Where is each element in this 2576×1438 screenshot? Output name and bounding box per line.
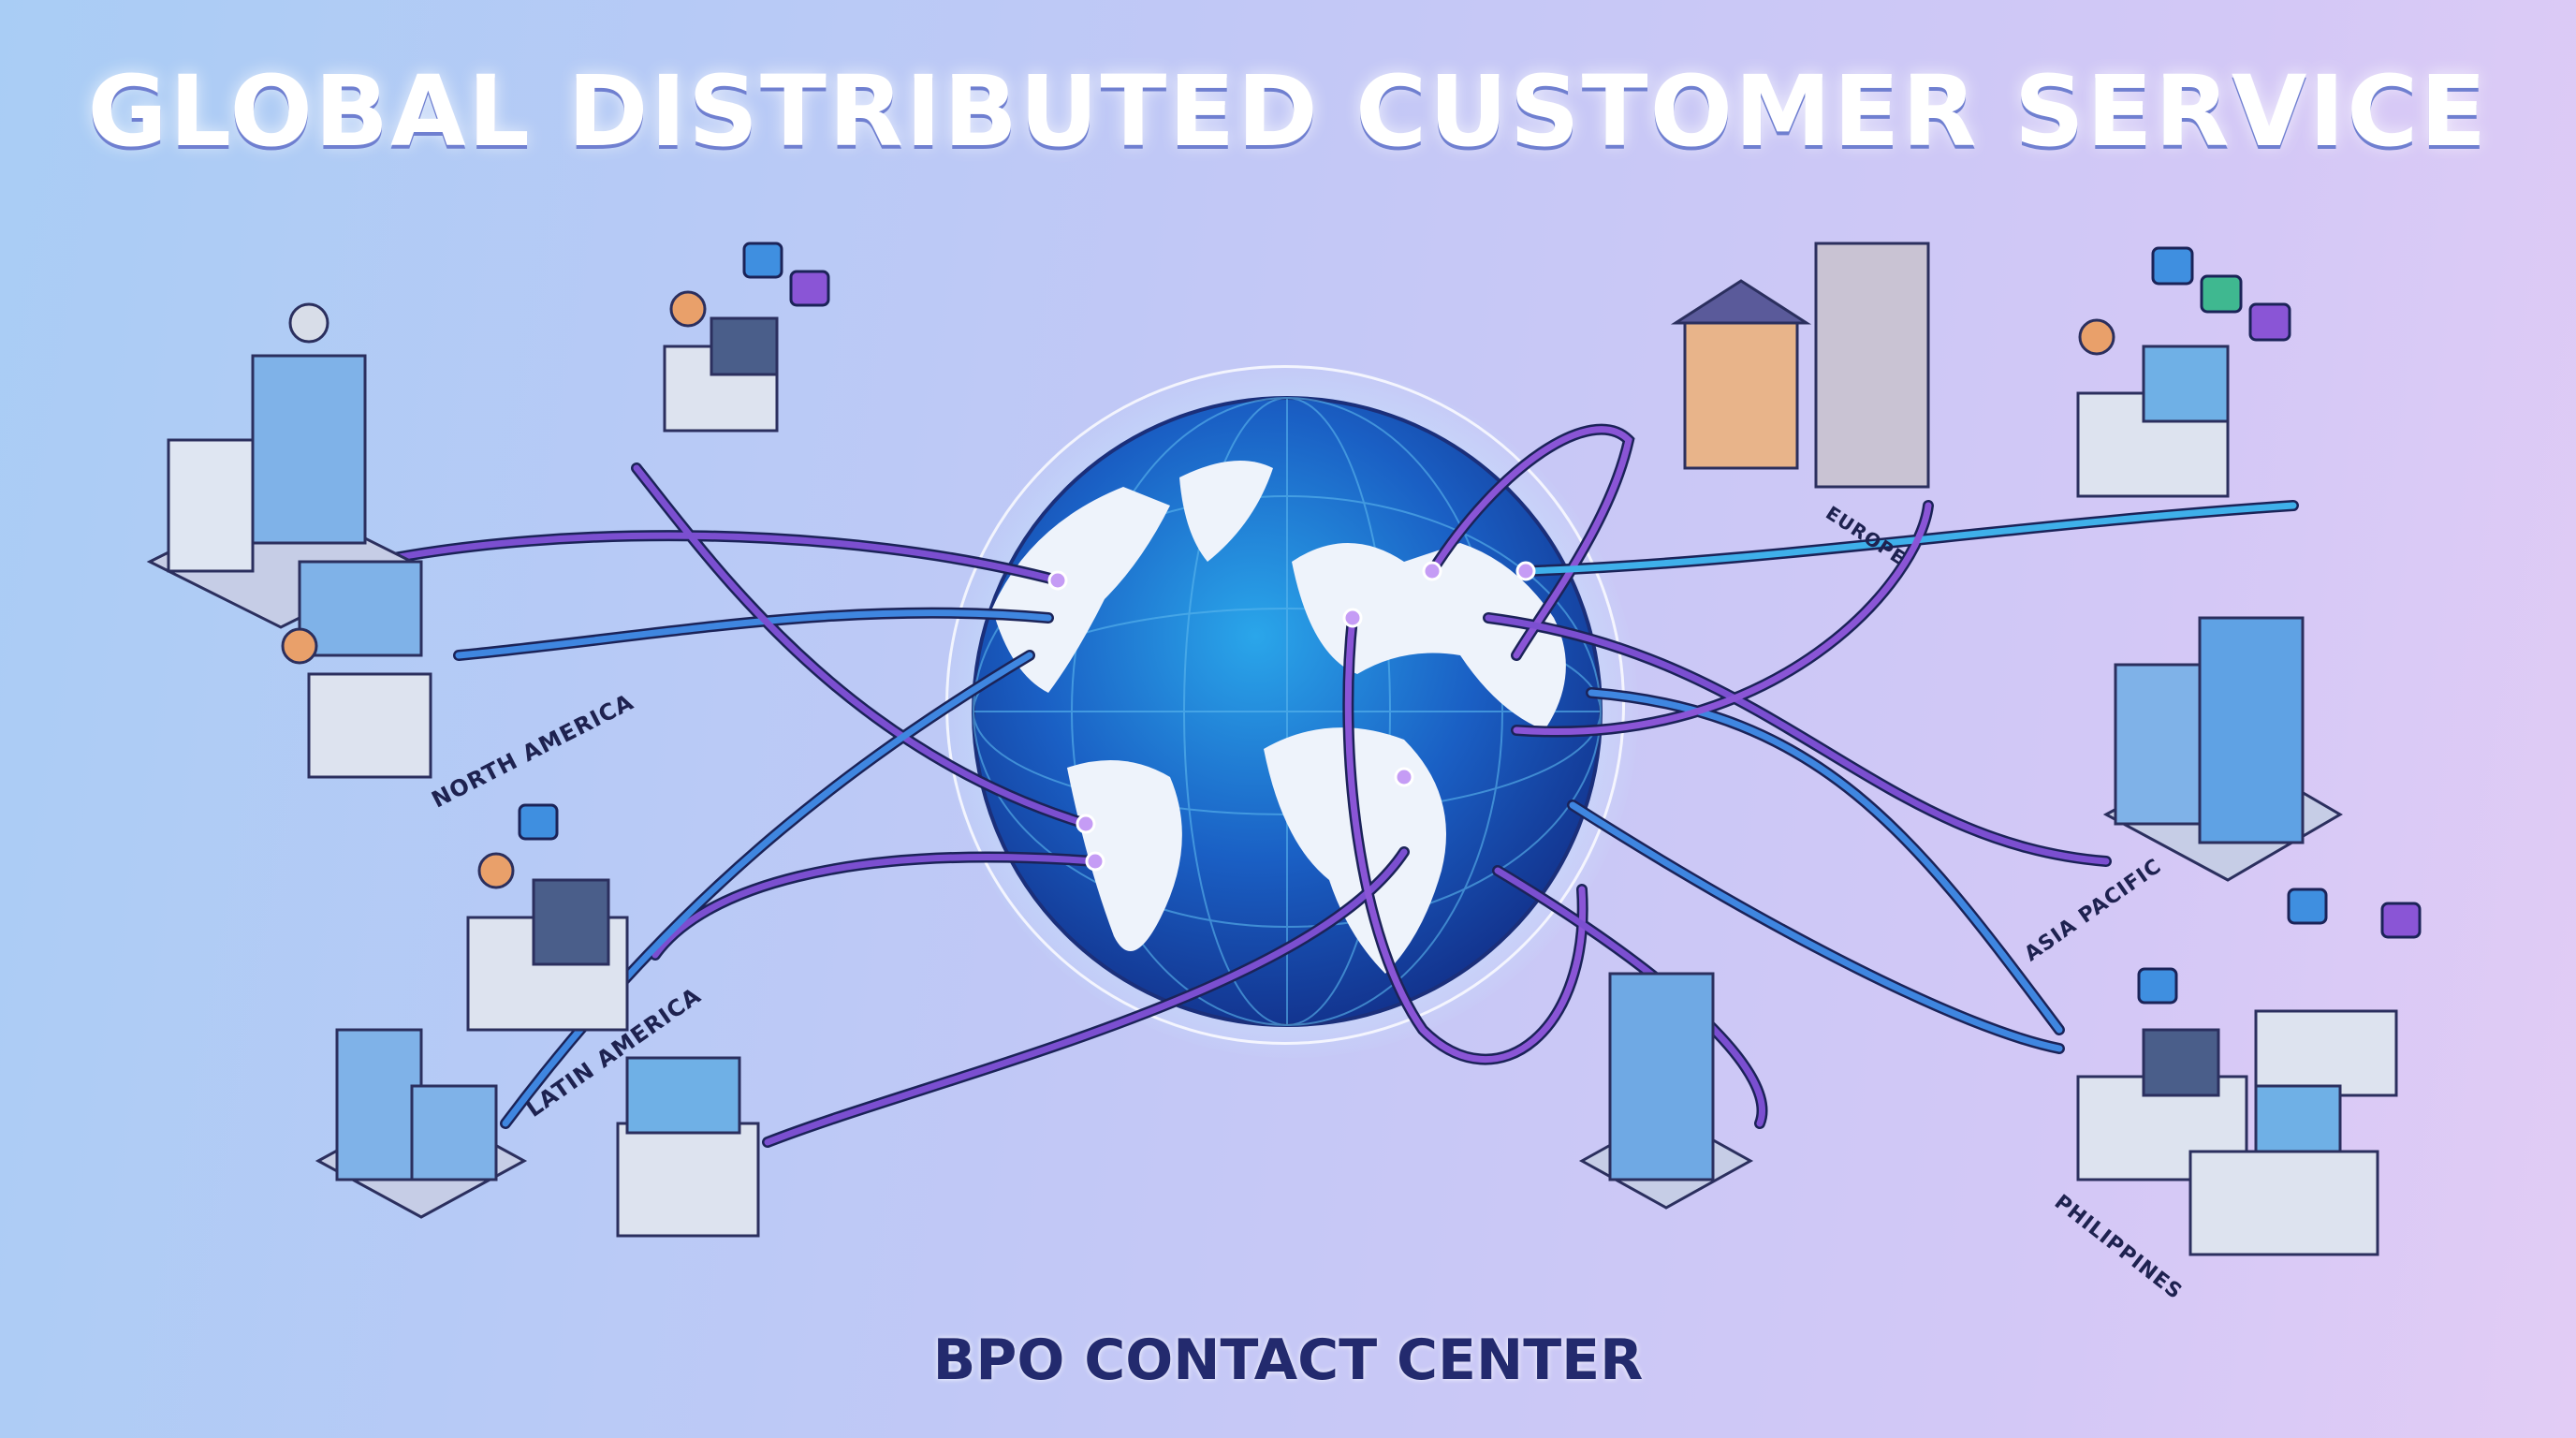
- latin-america-office-building: [315, 1028, 528, 1219]
- page-subtitle: BPO CONTACT CENTER: [932, 1328, 1644, 1393]
- philippines-contact-center: [2076, 1009, 2398, 1256]
- asia-pacific-office-building: [2102, 616, 2343, 882]
- page-title: GLOBAL DISTRIBUTED CUSTOMER SERVICE: [87, 54, 2489, 169]
- europe-agent-desk: [2076, 318, 2230, 498]
- europe-buildings: [1670, 242, 1930, 489]
- latin-america-agent-desk-bottom: [616, 1056, 760, 1238]
- connection-arcs: [369, 423, 2299, 1148]
- north-america-agent-desk-top: [663, 290, 779, 433]
- latin-america-agent-desk: [466, 852, 629, 1032]
- globe: [972, 396, 1603, 1027]
- central-office-building: [1578, 972, 1754, 1210]
- channel-badges: [518, 242, 2422, 1005]
- north-america-agent-desk: [281, 560, 432, 779]
